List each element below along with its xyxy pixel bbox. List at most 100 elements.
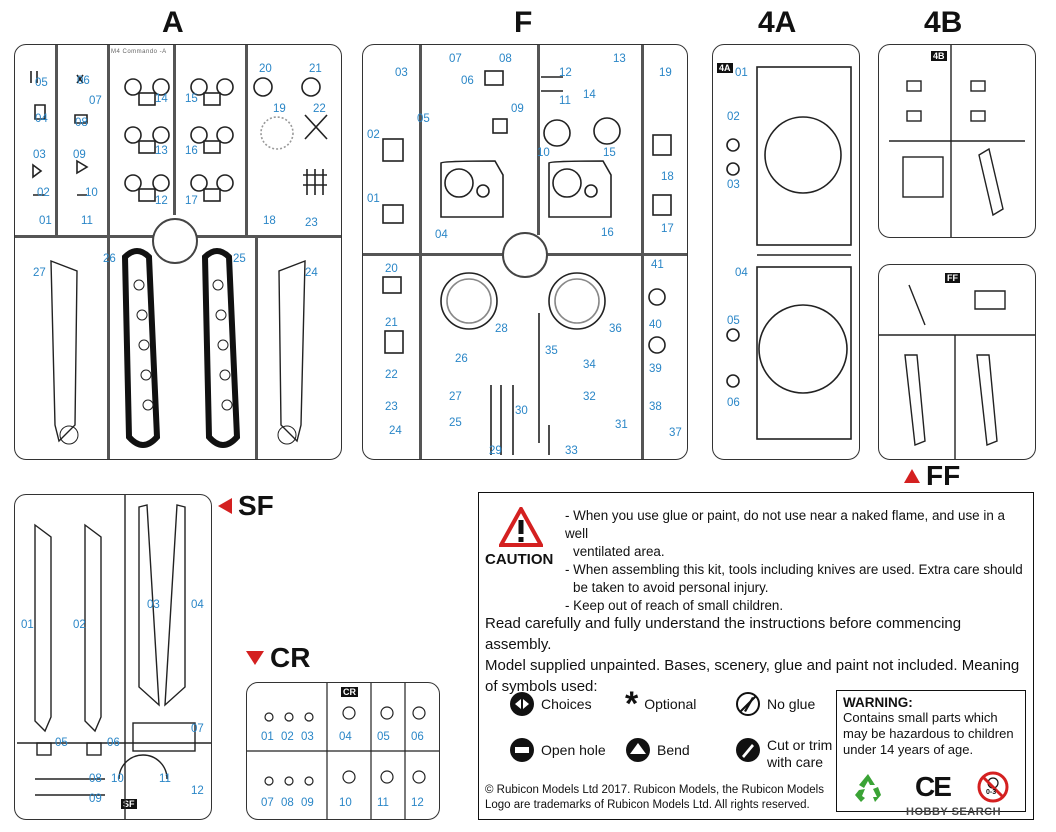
sprue-sf-part-09: 09 [89,793,102,805]
symbol-cut-or-trim: Cut or trim with care [735,737,832,771]
sprue-f-part-20: 20 [385,263,398,275]
sprue-a-part-14: 14 [155,93,168,105]
sprue-cr-part-06: 06 [411,731,424,743]
recycle-icon [855,774,881,802]
symbol-open-hole: Open hole [509,737,606,763]
sprue-a-part-15: 15 [185,93,198,105]
sprue-sf-part-11: 11 [159,773,171,785]
no-glue-icon [736,692,760,716]
sprue-f-part-23: 23 [385,401,398,413]
knife-icon [736,738,760,762]
sprue-a-part-11: 11 [81,215,93,227]
bogie-12 [124,174,170,202]
copyright-text: © Rubicon Models Ltd 2017. Rubicon Model… [485,784,824,811]
sprue-f-part-26: 26 [455,353,468,365]
sprue-sf-part-03: 03 [147,599,160,611]
age-restriction-icon: 0-3 [977,771,1009,803]
sprue-f-part-31: 31 [615,419,628,431]
sprue-f-part-32: 32 [583,391,596,403]
sprue-4a-part-01: 01 [735,67,748,79]
sprue-f-part-16: 16 [601,227,614,239]
ce-mark: CE [915,771,952,802]
warning-title: WARNING: [843,695,913,710]
bend-icon [626,738,650,762]
sprue-f-part-08: 08 [499,53,512,65]
sprue-f-part-12: 12 [559,67,572,79]
cr-arrow-icon [246,651,264,665]
watermark-text: HOBBY SEARCH [906,806,1002,818]
sprue-f-part-09: 09 [511,103,524,115]
sprue-a-part-07: 07 [89,95,102,107]
sprue-f-part-07: 07 [449,53,462,65]
sprue-cr-tag: CR [341,687,358,697]
sprue-a-part-13: 13 [155,145,168,157]
sprue-a-part-23: 23 [305,217,318,229]
sprue-a-header: M4 Commando -A [111,49,167,55]
sprue-f-part-25: 25 [449,417,462,429]
sf-label: SF [218,490,274,522]
sprue-sf-part-01: 01 [21,619,34,631]
sprue-sf-tag: SF [121,799,137,809]
sprue-f-part-22: 22 [385,369,398,381]
sprue-4b-frame: 4B [878,44,1036,238]
sprue-a-part-16: 16 [185,145,198,157]
warning-box: WARNING: Contains small parts which may … [836,690,1026,812]
warning-text: Contains small parts which may be hazard… [843,710,1014,757]
symbol-no-glue: No glue [735,691,815,717]
sprue-f-part-19: 19 [659,67,672,79]
sprue-cr-part-09: 09 [301,797,314,809]
open-hole-icon [510,738,534,762]
sprue-f-part-06: 06 [461,75,474,87]
sprue-a-part-09: 09 [73,149,86,161]
sprue-4a-part-05: 05 [727,315,740,327]
sprue-f-part-33: 33 [565,445,578,457]
sprue-sf-part-08: 08 [89,773,102,785]
instructions-text: Read carefully and fully understand the … [485,615,1020,695]
sprue-a-part-24: 24 [305,267,318,279]
sprue-4a-title: 4A [758,6,797,39]
sprue-f-part-34: 34 [583,359,596,371]
sprue-a-part-25: 25 [233,253,246,265]
sprue-sf-part-04: 04 [191,599,204,611]
sprue-f-title: F [514,6,533,39]
sprue-f-part-29: 29 [489,445,502,457]
sprue-cr-part-03: 03 [301,731,314,743]
sprue-4b-title: 4B [924,6,963,39]
sprue-f-part-37: 37 [669,427,682,439]
bogie-16 [190,126,234,154]
sprue-4a-part-06: 06 [727,397,740,409]
sprue-4b-drawing [889,45,1025,237]
sprue-f-part-11: 11 [559,95,571,107]
sprue-f-part-13: 13 [613,53,626,65]
ff-label: FF [904,460,960,492]
sprue-f-part-15: 15 [603,147,616,159]
sprue-cr-part-11: 11 [377,797,389,809]
notice-box: CAUTION - When you use glue or paint, do… [478,492,1034,820]
sprue-f-frame: 07 06 08 12 13 03 05 09 11 14 19 02 10 1… [362,44,688,460]
sprue-4a-frame: 4A 01 02 03 04 05 06 [712,44,860,460]
sprue-f-part-17: 17 [661,223,674,235]
sprue-cr-part-12: 12 [411,797,424,809]
cr-label: CR [246,642,310,674]
sprue-f-part-38: 38 [649,401,662,413]
sprue-f-part-41: 41 [651,259,664,271]
sprue-cr-part-04: 04 [339,731,352,743]
sprue-4a-part-02: 02 [727,111,740,123]
sprue-f-part-18: 18 [661,171,674,183]
sprue-f-part-01: 01 [367,193,380,205]
sprue-4a-part-03: 03 [727,179,740,191]
symbol-choices: Choices [509,691,592,717]
sprue-4a-part-04: 04 [735,267,748,279]
sprue-a-part-26: 26 [103,253,116,265]
sprue-cr-part-08: 08 [281,797,294,809]
sprue-f-part-04: 04 [435,229,448,241]
sprue-cr-part-10: 10 [339,797,352,809]
sprue-a-part-27: 27 [33,267,46,279]
sprue-ff-drawing [879,284,1035,459]
sprue-f-part-03: 03 [395,67,408,79]
sprue-a-part-06: 06 [77,75,90,87]
sprue-f-part-02: 02 [367,129,380,141]
sprue-ff-frame: FF [878,264,1036,460]
sprue-sf-frame: SF 01 02 03 04 05 06 07 08 09 10 11 12 [14,494,212,820]
sprue-f-part-24: 24 [389,425,402,437]
